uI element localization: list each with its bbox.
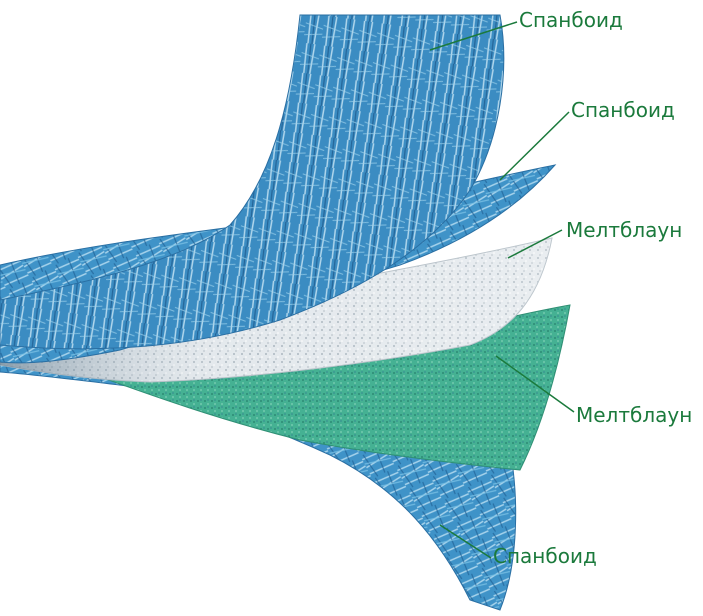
label-meltblown-green: Мелтблаун: [576, 403, 692, 427]
label-meltblown-white: Мелтблаун: [566, 218, 682, 242]
label-spunbond-bottom: Спанбоид: [493, 544, 597, 568]
label-spunbond-top: Спанбоид: [519, 8, 623, 32]
label-spunbond-middle: Спанбоид: [571, 98, 675, 122]
